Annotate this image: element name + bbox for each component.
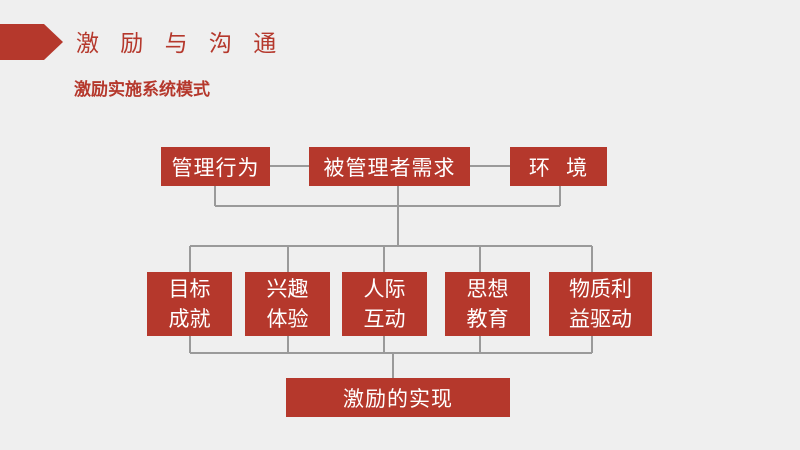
section-subtitle: 激励实施系统模式 xyxy=(74,80,210,100)
box-interpersonal-interaction-line1: 人际 xyxy=(363,277,406,301)
box-interpersonal-interaction-line2: 互动 xyxy=(363,307,406,331)
page-title: 激 励 与 沟 通 xyxy=(76,31,284,57)
box-motivation-realization: 激励的实现 xyxy=(286,378,510,417)
box-ideological-education-line1: 思想 xyxy=(466,277,509,301)
box-managed-needs: 被管理者需求 xyxy=(309,147,470,186)
box-interpersonal-interaction: 人际 互动 xyxy=(342,272,427,336)
box-interest-experience-line2: 体验 xyxy=(266,307,309,331)
title-arrow-banner xyxy=(0,24,63,60)
box-goal-achievement-line1: 目标 xyxy=(168,277,211,301)
box-material-benefit-drive: 物质利 益驱动 xyxy=(549,272,652,336)
box-interest-experience: 兴趣 体验 xyxy=(245,272,330,336)
box-material-benefit-drive-line2: 益驱动 xyxy=(569,307,632,331)
box-management-behavior: 管理行为 xyxy=(161,147,270,186)
box-goal-achievement-line2: 成就 xyxy=(168,307,211,331)
box-ideological-education-line2: 教育 xyxy=(466,307,509,331)
box-goal-achievement: 目标 成就 xyxy=(147,272,232,336)
box-material-benefit-drive-line1: 物质利 xyxy=(569,277,632,301)
box-environment: 环 境 xyxy=(510,147,607,186)
box-interest-experience-line1: 兴趣 xyxy=(266,277,309,301)
box-ideological-education: 思想 教育 xyxy=(445,272,530,336)
